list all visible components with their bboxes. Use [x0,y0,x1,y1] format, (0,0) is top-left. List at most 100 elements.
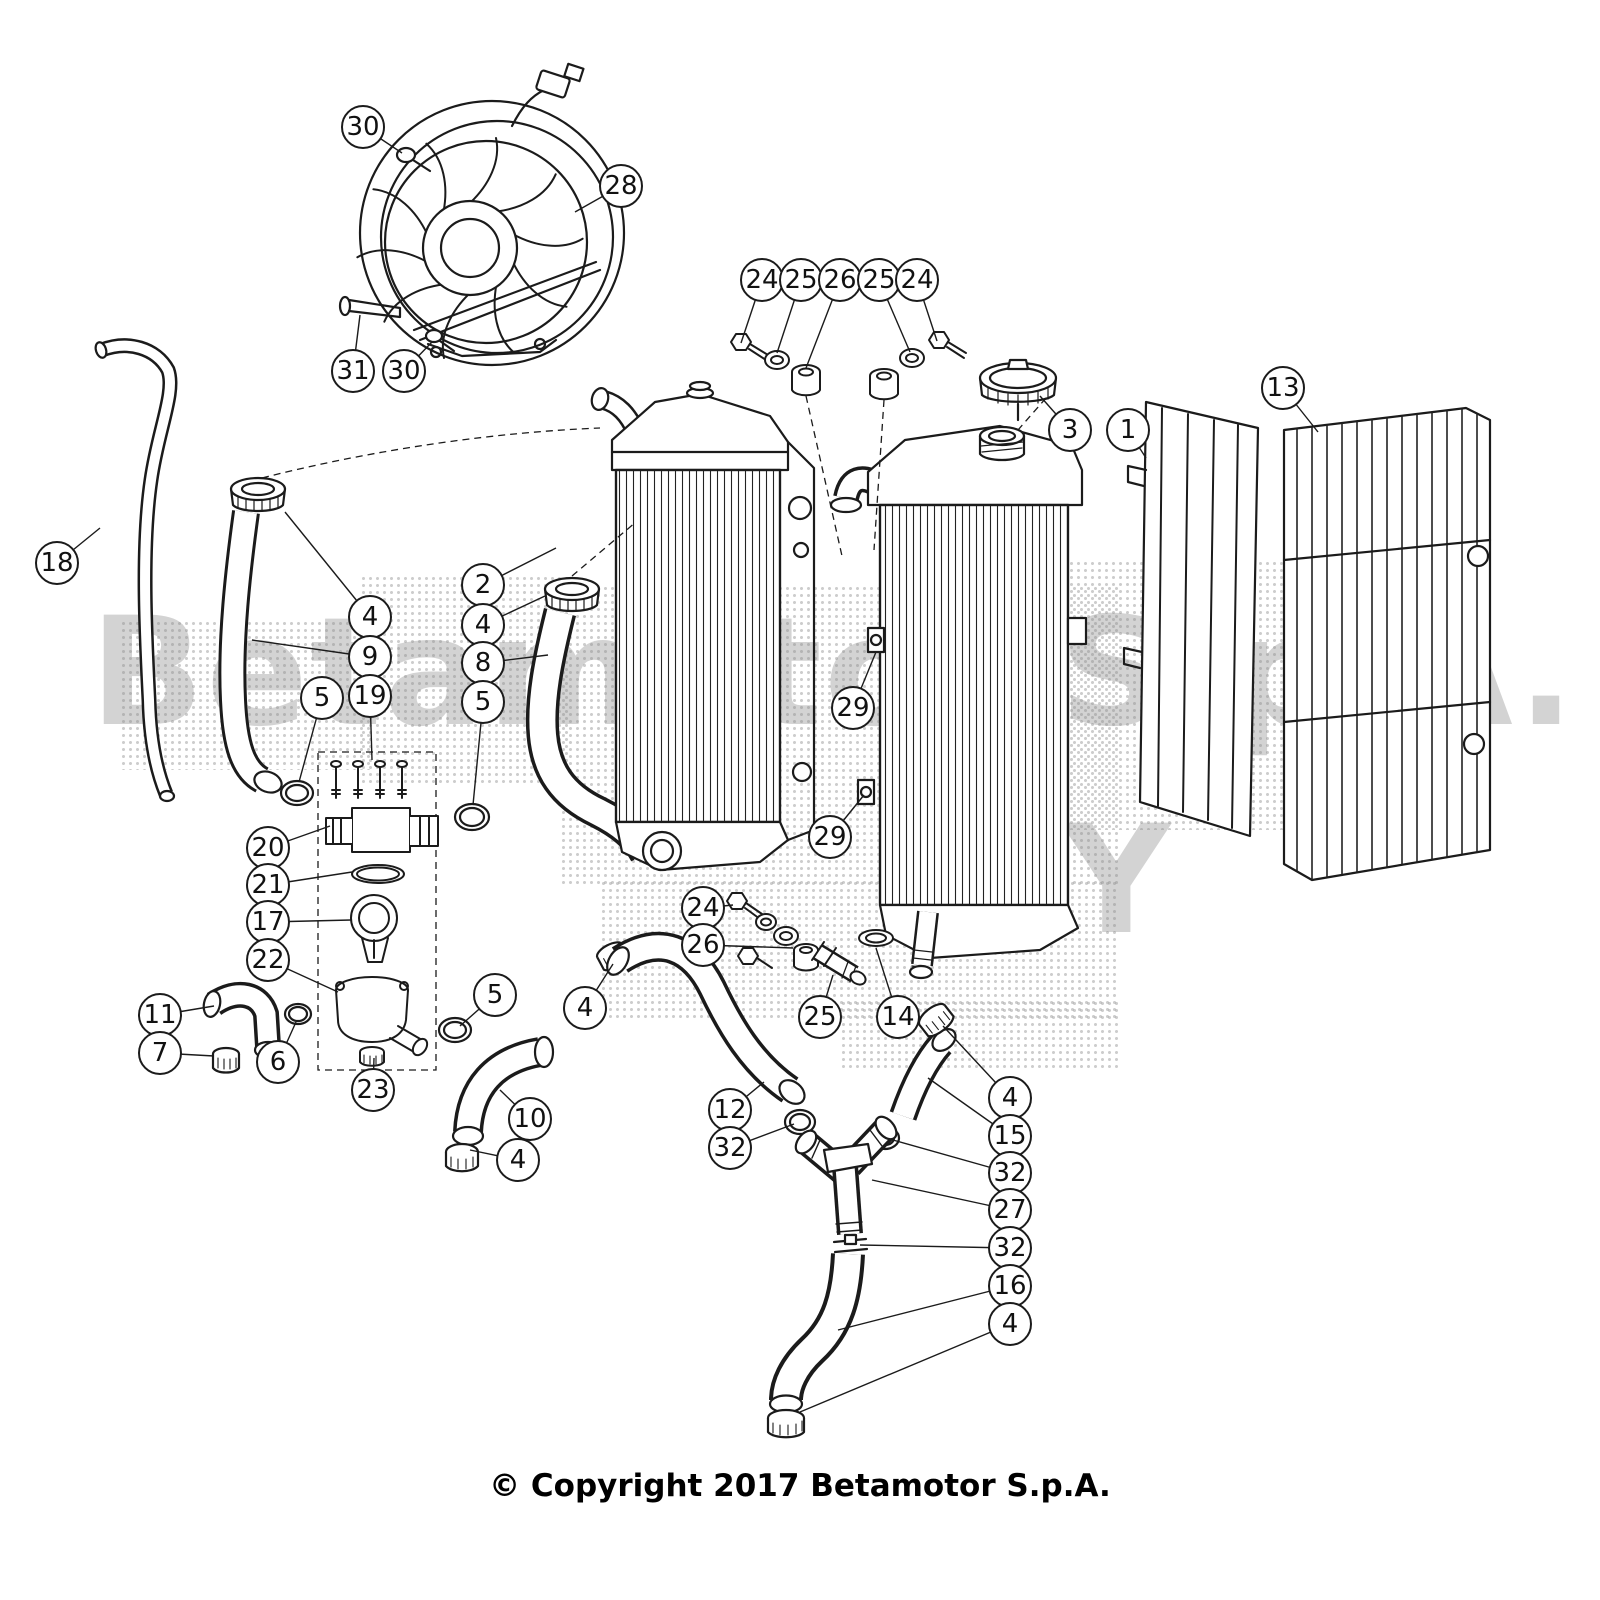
washer [773,926,799,946]
callout-28: 28 [599,164,643,208]
callout-4: 4 [988,1302,1032,1346]
fan-strap [412,260,602,342]
o-ring [279,779,315,807]
callout-29: 29 [831,686,875,730]
fan-screw [395,146,432,173]
washer [755,913,777,931]
callout-8: 8 [461,641,505,685]
thermostat-housing-top [325,807,439,853]
rubber-mount [856,616,1088,806]
callout-4: 4 [348,595,392,639]
callout-25: 25 [798,995,842,1039]
callout-4: 4 [988,1076,1032,1120]
callout-32: 32 [708,1126,752,1170]
leader-line [837,1285,1011,1331]
radiator-louver-panel [1282,406,1492,882]
radiator-top-tank [866,424,1084,507]
callout-21: 21 [246,863,290,907]
water-pump-elbow [202,982,313,1074]
callout-24: 24 [895,258,939,302]
construction-lines [261,395,1047,577]
radiator-cap [978,358,1058,422]
callout-23: 23 [351,1068,395,1112]
y-hose-assembly [595,931,957,1439]
hose-clamp [444,1142,480,1173]
watermark-fragment: Y [1062,794,1171,968]
callout-2: 2 [461,563,505,607]
leader-line [859,1244,1011,1249]
o-ring [783,1108,817,1136]
callout-15: 15 [988,1114,1032,1158]
radiator-left [590,380,816,872]
callout-4: 4 [496,1138,540,1182]
callout-30: 30 [341,105,385,149]
copyright-text: © Copyright 2017 Betamotor S.p.A. [489,1468,1111,1504]
leader-line [799,1323,1011,1413]
callout-20: 20 [246,826,290,870]
callout-5: 5 [473,973,517,1017]
callout-19: 19 [348,674,392,718]
rubber-bushing [791,364,821,397]
o-ring [283,1002,313,1026]
callout-17: 17 [246,900,290,944]
hose-clamp [766,1408,806,1439]
callout-18: 18 [35,541,79,585]
callout-7: 7 [138,1031,182,1075]
callout-32: 32 [988,1151,1032,1195]
hose-cap [229,476,287,513]
callout-4: 4 [461,603,505,647]
radiator-guard-frame [1122,400,1260,838]
callout-6: 6 [256,1040,300,1084]
radiator-right [829,424,1088,980]
callout-10: 10 [508,1097,552,1141]
washer [899,348,925,368]
fan-bracket [426,338,558,358]
callout-1: 1 [1106,408,1150,452]
hose-clamp-band [832,1233,869,1254]
callout-26: 26 [818,258,862,302]
callout-26: 26 [681,923,725,967]
hose-clamp [211,1046,241,1074]
callout-29: 29 [808,815,852,859]
callout-4: 4 [563,986,607,1030]
fan-connector [535,69,571,99]
callout-32: 32 [988,1226,1032,1270]
hose-clamp-ring [453,802,491,832]
radiator-side-plate [786,440,816,842]
callout-24: 24 [681,886,725,930]
callout-12: 12 [708,1088,752,1132]
drain-fitting [811,941,867,986]
y-connector [794,1115,898,1235]
callout-30: 30 [382,349,426,393]
thermostat-group [317,751,439,1071]
callout-25: 25 [857,258,901,302]
rubber-bushing [869,368,899,401]
cooling-fan-assembly [338,62,626,367]
callout-31: 31 [331,349,375,393]
callout-5: 5 [461,680,505,724]
hose-clamp [359,1046,385,1067]
thermostat-studs [330,760,408,799]
fan-long-screw [338,295,402,319]
breather-hose [94,338,178,803]
callout-9: 9 [348,635,392,679]
fan-screw [424,328,456,353]
callout-24: 24 [740,258,784,302]
callout-14: 14 [876,995,920,1039]
callout-3: 3 [1048,408,1092,452]
thermostat-housing-bottom [335,976,429,1057]
callout-22: 22 [246,938,290,982]
radiator-hose-left [218,476,315,807]
bolt [737,947,759,965]
fan-hub [421,199,519,297]
callout-5: 5 [300,676,344,720]
seal-washer [858,929,894,947]
hose-cap [543,576,601,613]
filler-neck [978,425,1026,462]
radiator-elbow-hose [437,1016,555,1173]
thermostat [350,894,398,963]
callout-13: 13 [1261,366,1305,410]
thermostat-o-ring [351,864,405,884]
mount-fasteners-bottom [726,892,894,986]
